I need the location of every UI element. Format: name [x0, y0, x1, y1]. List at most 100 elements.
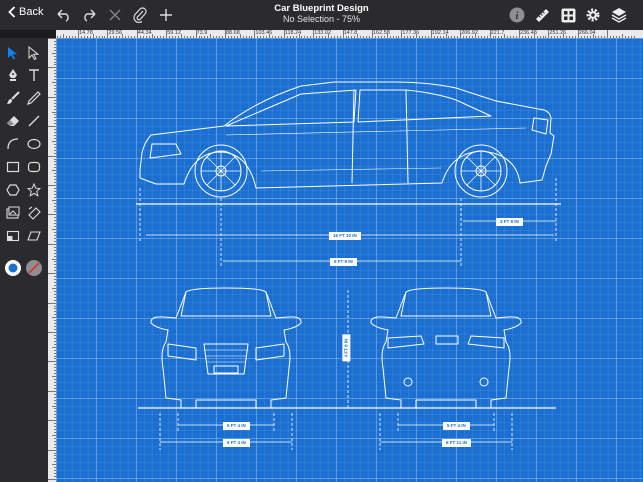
- car-side-body: [139, 81, 555, 189]
- transform-tool[interactable]: [25, 204, 43, 222]
- ruler-tick: [54, 379, 56, 381]
- ruler-tick: [610, 36, 612, 38]
- ruler-label: 177.36: [402, 30, 420, 36]
- ruler-tick: [54, 240, 56, 242]
- dimension-label-rear-track[interactable]: 5 FT 4 IN: [443, 422, 470, 430]
- ruler-tick: [486, 36, 488, 38]
- ruler-tick: [52, 346, 56, 348]
- ruler-tick: [260, 36, 262, 38]
- ruler-tick: [54, 431, 56, 433]
- ruler-tick: [52, 376, 56, 378]
- ruler-button[interactable]: [533, 6, 551, 24]
- ruler-tick: [54, 49, 56, 51]
- ruler-tick: [54, 99, 56, 101]
- ruler-tick: [54, 58, 56, 60]
- image-tool[interactable]: [4, 204, 22, 222]
- ruler-label: 236.48: [520, 30, 537, 36]
- ruler-tick: [439, 36, 441, 38]
- ruler-tick: [542, 36, 544, 38]
- ruler-tick: [52, 82, 56, 84]
- ruler-tick: [177, 36, 179, 38]
- ruler-tick: [301, 36, 303, 38]
- ruler-label: 147.8: [343, 30, 358, 36]
- pencil-tool[interactable]: [25, 89, 43, 107]
- ruler-tick: [54, 384, 56, 386]
- ruler-label: 103.46: [255, 30, 273, 36]
- ruler-tick: [322, 36, 324, 38]
- dimension-label-wheelbase[interactable]: 9 FT 9 IN: [330, 258, 357, 266]
- ruler-tick: [54, 252, 56, 254]
- vertical-ruler[interactable]: [48, 38, 56, 482]
- layers-icon: [611, 8, 627, 23]
- dimension-label-overhang[interactable]: 3 FT 9 IN: [496, 218, 523, 226]
- ruler-tick: [333, 36, 335, 38]
- redo-button[interactable]: [80, 6, 98, 24]
- ruler-tick: [574, 36, 576, 38]
- ruler-tick: [54, 190, 56, 192]
- rectangle-tool[interactable]: [4, 158, 22, 176]
- ruler-tick: [157, 36, 159, 38]
- delete-button[interactable]: [106, 6, 124, 24]
- attach-button[interactable]: [131, 6, 149, 24]
- dimension-label-rear-width[interactable]: 6 FT 11 IN: [442, 439, 472, 447]
- ruler-tick: [298, 34, 300, 38]
- ruler-tick: [239, 34, 241, 38]
- ellipse-tool[interactable]: [25, 135, 43, 153]
- ruler-tick: [510, 36, 512, 38]
- ruler-tick: [492, 36, 494, 38]
- ruler-tick: [160, 36, 162, 38]
- ruler-tick: [254, 30, 256, 38]
- brush-tool[interactable]: [4, 89, 22, 107]
- ruler-tick: [154, 36, 156, 38]
- rounded-rect-tool[interactable]: [25, 158, 43, 176]
- ruler-tick: [480, 36, 482, 38]
- arc-tool[interactable]: [4, 135, 22, 153]
- parallelogram-tool[interactable]: [25, 227, 43, 245]
- ruler-tick: [248, 36, 250, 38]
- ruler-label: 14.78: [79, 30, 93, 36]
- ruler-tick: [54, 308, 56, 310]
- undo-button[interactable]: [55, 6, 73, 24]
- line-icon: [28, 115, 40, 127]
- ruler-tick: [448, 36, 450, 38]
- ruler-tick: [195, 30, 197, 38]
- ruler-tick: [54, 440, 56, 442]
- grid-button[interactable]: [559, 6, 577, 24]
- settings-button[interactable]: [584, 6, 602, 24]
- direct-select-tool[interactable]: [25, 44, 43, 62]
- undo-icon: [57, 9, 69, 22]
- line-tool[interactable]: [25, 112, 43, 130]
- ruler-tick: [613, 36, 615, 38]
- blueprint-canvas[interactable]: 16 FT 10 IN 3 FT 9 IN 9 FT 9 IN 4 FT 8 I…: [56, 38, 643, 482]
- dimension-label-height[interactable]: 4 FT 8 IN: [342, 334, 351, 362]
- layers-button[interactable]: [610, 6, 628, 24]
- pen-tool[interactable]: [4, 66, 22, 84]
- star-tool[interactable]: [25, 181, 43, 199]
- ruler-tick: [52, 287, 56, 289]
- select-tool[interactable]: [4, 44, 22, 62]
- ruler-tick: [495, 36, 497, 38]
- ruler-tick: [54, 208, 56, 210]
- eraser-tool[interactable]: [4, 112, 22, 130]
- ruler-tick: [551, 36, 553, 38]
- ruler-tick: [54, 149, 56, 151]
- ruler-tick: [404, 36, 406, 38]
- ruler-tick: [586, 36, 588, 38]
- text-tool[interactable]: [25, 66, 43, 84]
- stroke-color-button[interactable]: [24, 258, 44, 278]
- info-button[interactable]: i: [508, 6, 526, 24]
- ruler-tick: [557, 36, 559, 38]
- back-button[interactable]: Back: [8, 6, 43, 18]
- add-button[interactable]: [157, 6, 175, 24]
- ruler-tick: [236, 36, 238, 38]
- ruler-tick: [125, 36, 127, 38]
- dimension-label-front-track[interactable]: 5 FT 4 IN: [223, 422, 250, 430]
- dimension-label-length[interactable]: 16 FT 10 IN: [329, 232, 361, 240]
- ruler-tick: [372, 30, 373, 38]
- frame-tool[interactable]: [4, 227, 22, 245]
- ruler-tick: [172, 36, 174, 38]
- fill-color-button[interactable]: [3, 258, 23, 278]
- dimension-label-front-width[interactable]: 6 FT 4 IN: [223, 439, 250, 447]
- polygon-tool[interactable]: [4, 181, 22, 199]
